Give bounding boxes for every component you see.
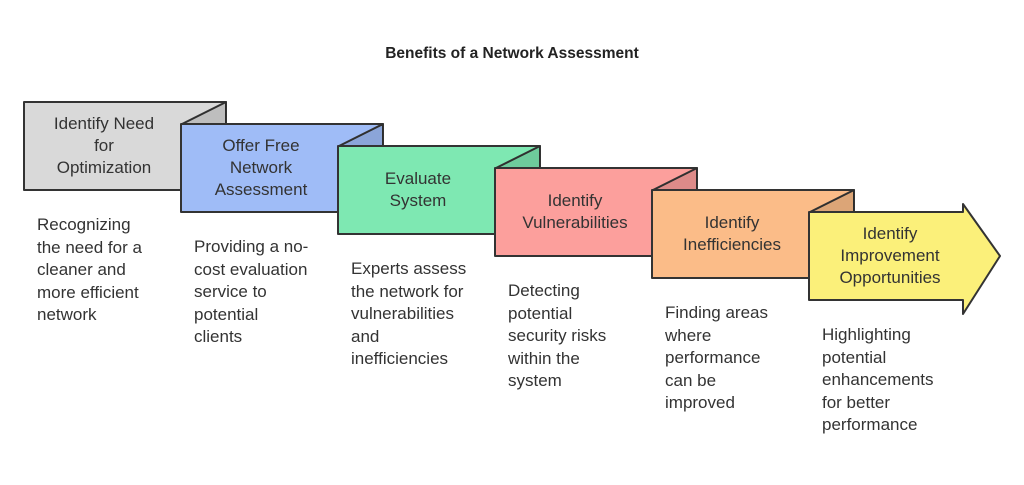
step-label: Evaluate System	[384, 169, 452, 210]
step-label: Identify Improvement Opportunities	[839, 224, 941, 287]
arrow-head	[808, 203, 1001, 315]
step-description: Finding areas where performance can be i…	[665, 303, 769, 412]
step-shape	[651, 189, 855, 279]
step-label: Identify Vulnerabilities	[522, 191, 628, 232]
step-label: Offer Free Network Assessment	[214, 136, 308, 199]
step-label: Identify Inefficiencies	[683, 213, 781, 254]
step-description: Experts assess the network for vulnerabi…	[351, 259, 467, 368]
step-description: Detecting potential security risks withi…	[508, 281, 607, 390]
step-description: Recognizing the need for a cleaner and m…	[37, 215, 142, 324]
diagram-title: Benefits of a Network Assessment	[385, 45, 639, 62]
step-shape	[808, 203, 1001, 315]
step-label: Identify Need for Optimization	[53, 114, 155, 177]
step-description: Highlighting potential enhancements for …	[822, 325, 934, 434]
step-description: Providing a no- cost evaluation service …	[194, 237, 309, 346]
step-shape	[23, 101, 227, 191]
